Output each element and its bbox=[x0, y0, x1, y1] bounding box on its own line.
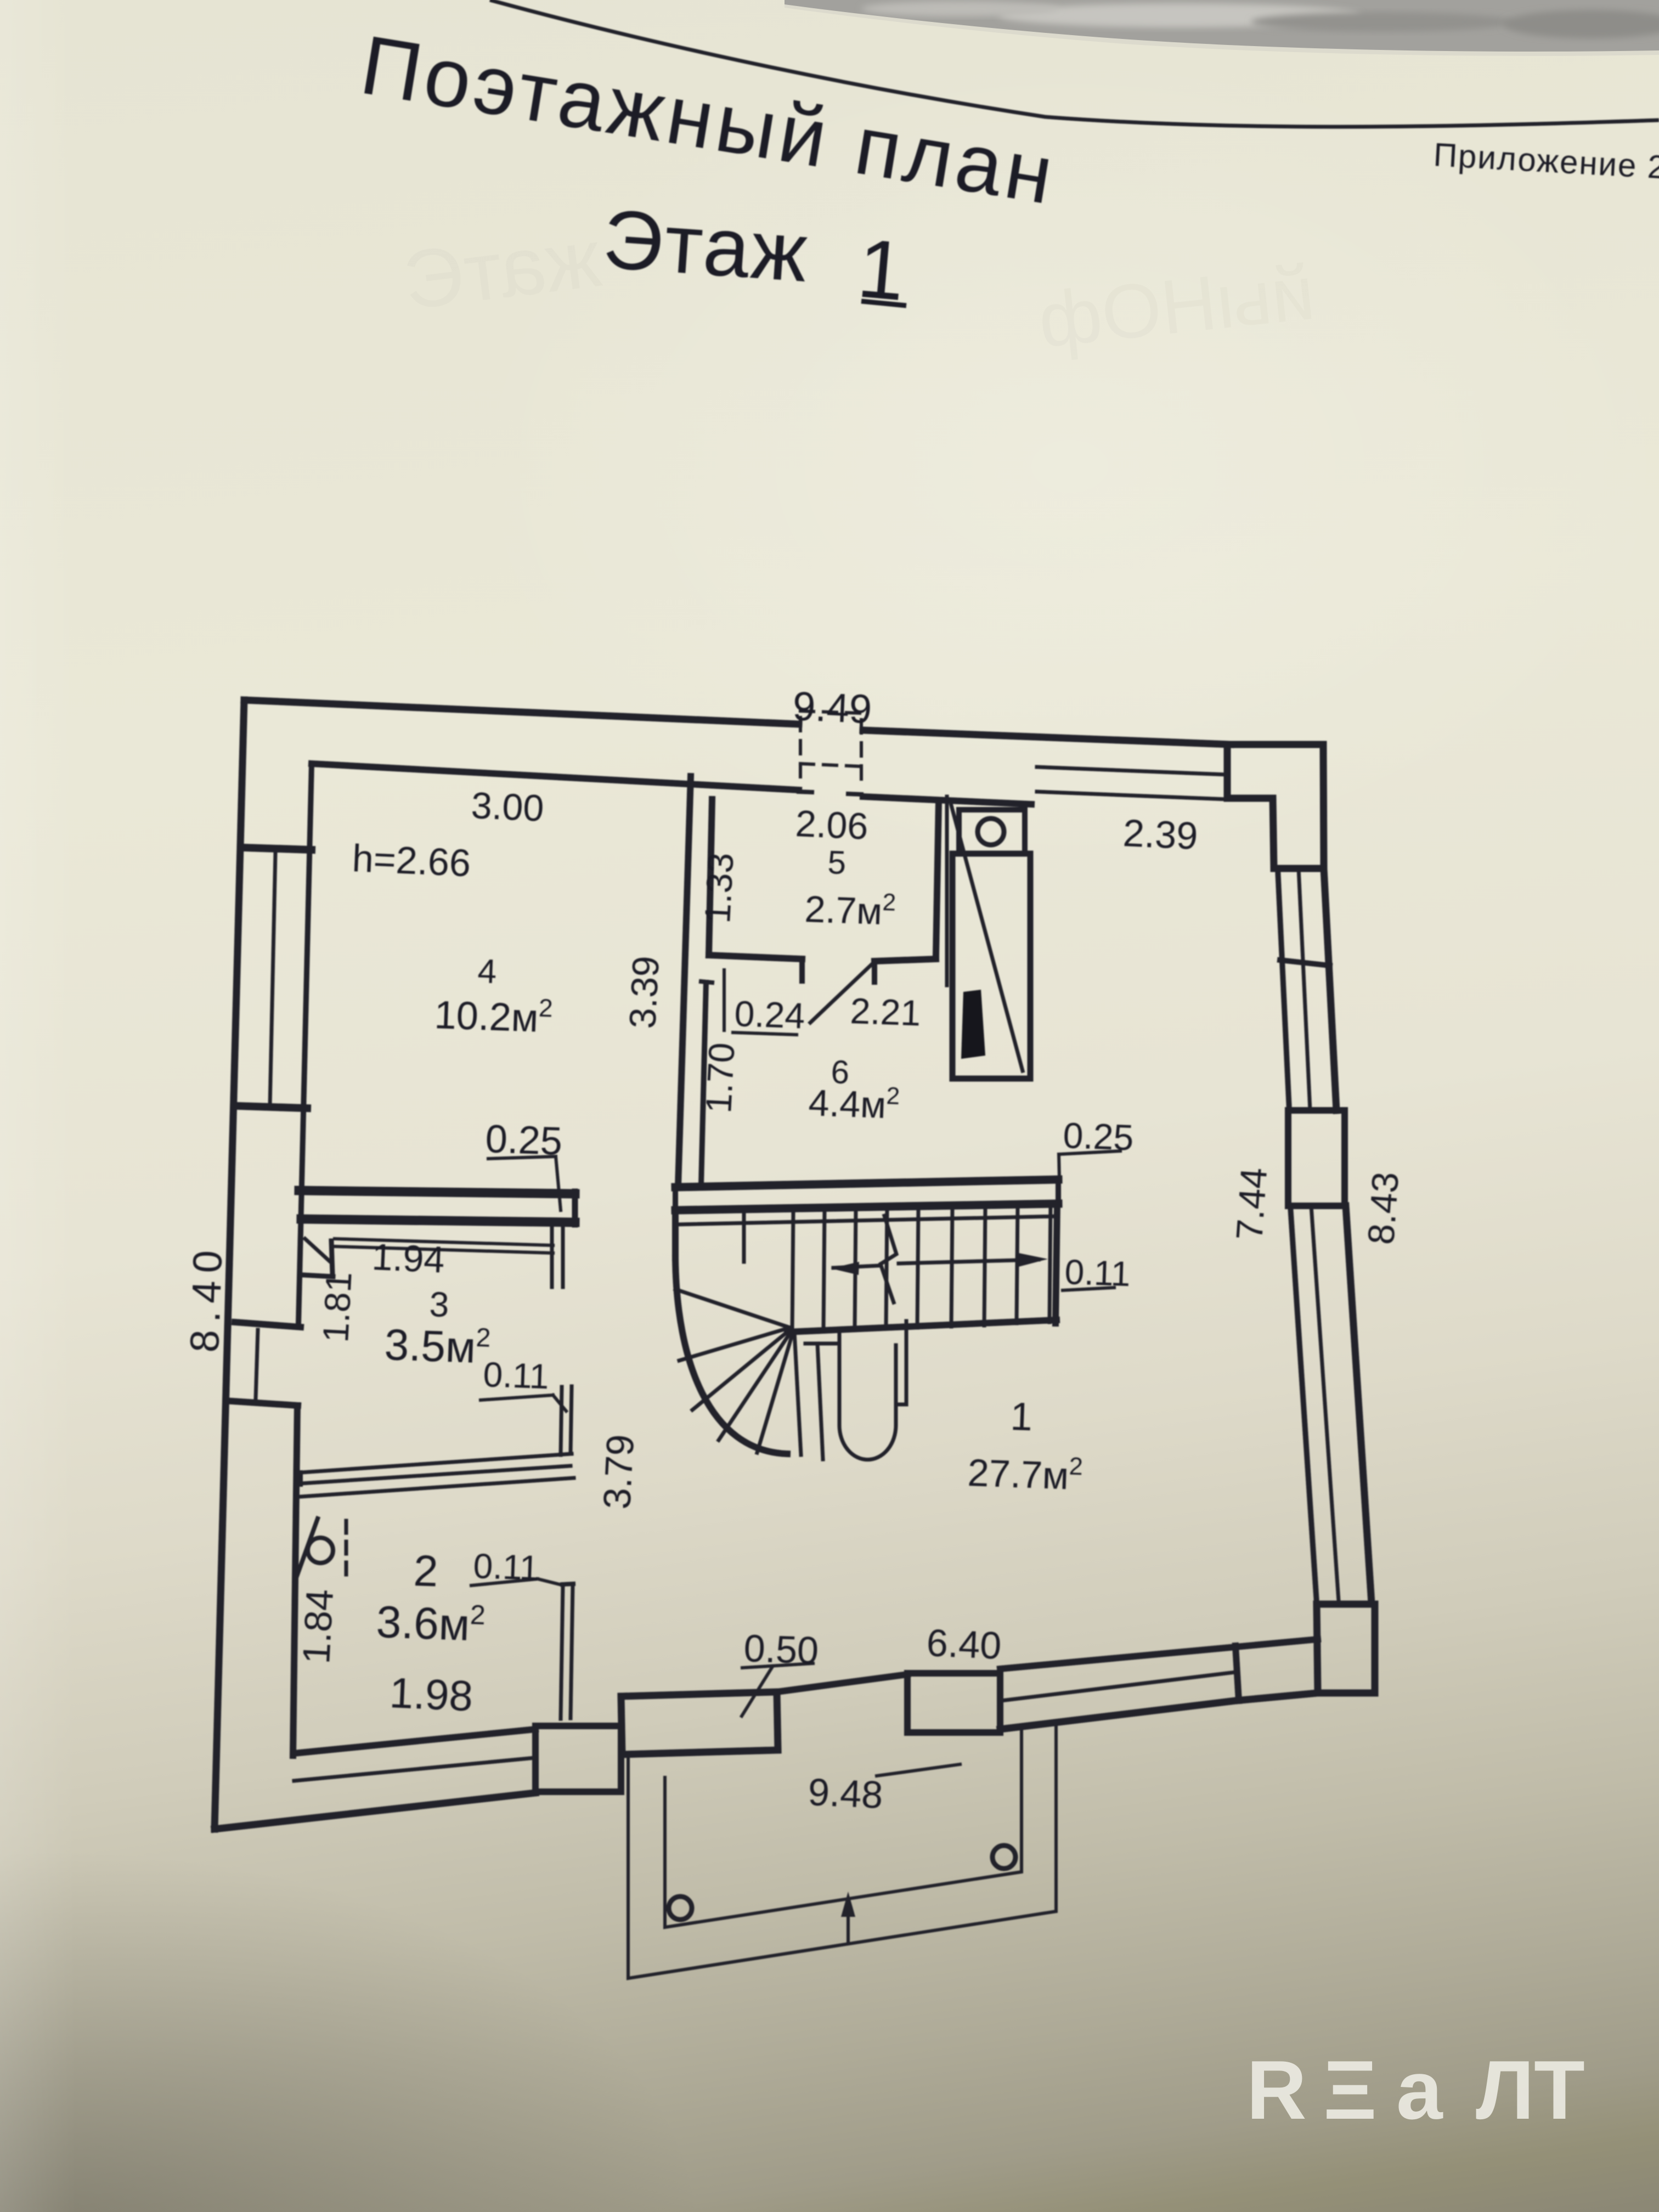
svg-text:h=2.66: h=2.66 bbox=[351, 837, 471, 884]
svg-text:2.06: 2.06 bbox=[794, 803, 869, 848]
svg-text:0.11: 0.11 bbox=[1064, 1252, 1131, 1294]
svg-text:0.25: 0.25 bbox=[1063, 1115, 1135, 1158]
svg-text:3: 3 bbox=[429, 1284, 450, 1324]
svg-text:3.6м2: 3.6м2 bbox=[375, 1596, 486, 1651]
svg-text:3.79: 3.79 bbox=[595, 1434, 642, 1510]
svg-text:а: а bbox=[1396, 2044, 1443, 2137]
svg-text:1.81: 1.81 bbox=[315, 1271, 359, 1344]
svg-text:4.4м2: 4.4м2 bbox=[808, 1080, 900, 1127]
svg-text:R: R bbox=[1246, 2044, 1307, 2137]
svg-text:3.00: 3.00 bbox=[470, 785, 545, 830]
svg-text:жатЄ: жатЄ bbox=[400, 211, 606, 326]
svg-text:4: 4 bbox=[477, 952, 498, 991]
svg-text:0.50: 0.50 bbox=[743, 1627, 819, 1672]
svg-text:Поэтажный план: Поэтажный план bbox=[355, 18, 1063, 222]
svg-text:Ξ: Ξ bbox=[1323, 2044, 1377, 2137]
svg-text:0.11: 0.11 bbox=[483, 1355, 550, 1396]
svg-text:0.11: 0.11 bbox=[473, 1546, 540, 1588]
svg-text:7.44: 7.44 bbox=[1228, 1166, 1275, 1242]
svg-text:1: 1 bbox=[1009, 1395, 1033, 1439]
svg-text:8.40: 8.40 bbox=[182, 1242, 231, 1353]
svg-text:6.40: 6.40 bbox=[926, 1621, 1002, 1667]
svg-text:0.24: 0.24 bbox=[734, 993, 806, 1036]
svg-text:Приложение 2: Приложение 2 bbox=[1432, 136, 1659, 186]
svg-text:2.21: 2.21 bbox=[850, 990, 922, 1033]
svg-text:8.43: 8.43 bbox=[1360, 1171, 1407, 1246]
svg-text:2.39: 2.39 bbox=[1122, 811, 1199, 857]
svg-text:2: 2 bbox=[413, 1546, 439, 1595]
svg-text:0.25: 0.25 bbox=[484, 1117, 563, 1164]
svg-text:10.2м2: 10.2м2 bbox=[433, 990, 553, 1041]
svg-text:9.48: 9.48 bbox=[807, 1770, 884, 1816]
svg-text:Т: Т bbox=[1534, 2044, 1585, 2137]
svg-text:5: 5 bbox=[827, 844, 847, 881]
svg-text:3.39: 3.39 bbox=[622, 955, 667, 1030]
svg-text:1.94: 1.94 bbox=[371, 1236, 445, 1281]
svg-text:Л: Л bbox=[1476, 2044, 1534, 2137]
svg-text:1.84: 1.84 bbox=[295, 1588, 341, 1665]
svg-text:6: 6 bbox=[831, 1053, 850, 1091]
svg-text:йыНОф: йыНОф bbox=[1034, 249, 1318, 364]
svg-text:Этаж: Этаж bbox=[600, 192, 812, 300]
svg-text:1.98: 1.98 bbox=[388, 1668, 474, 1720]
svg-text:1.70: 1.70 bbox=[698, 1042, 742, 1114]
svg-text:27.7м2: 27.7м2 bbox=[967, 1448, 1083, 1498]
svg-text:1.33: 1.33 bbox=[697, 852, 741, 924]
svg-text:2.7м2: 2.7м2 bbox=[804, 886, 896, 933]
svg-text:9.49: 9.49 bbox=[792, 683, 873, 732]
svg-text:3.5м2: 3.5м2 bbox=[383, 1320, 491, 1373]
